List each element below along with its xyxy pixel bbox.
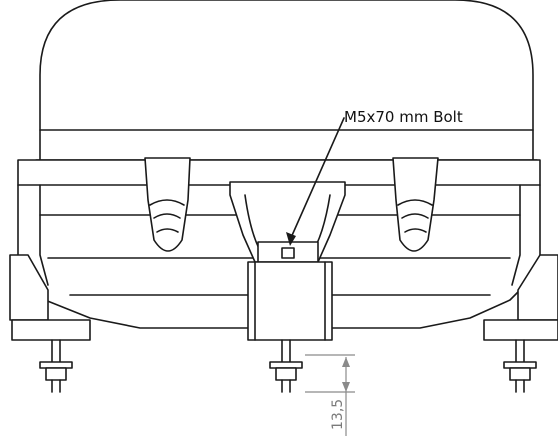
latch-right <box>392 157 439 252</box>
callout-arrowhead <box>286 232 296 246</box>
callout-leader <box>289 117 345 241</box>
stud-right <box>503 339 537 393</box>
dome-cover <box>39 0 534 166</box>
center-mount-bracket <box>229 181 346 341</box>
latch-left <box>144 157 191 252</box>
callout-label: M5x70 mm Bolt <box>344 108 463 126</box>
mount-leg-left <box>9 254 91 341</box>
bolt-head <box>281 247 295 259</box>
housing-left-edge <box>39 184 49 286</box>
stud-center <box>269 339 303 393</box>
dimension-13-5: 13,5 <box>305 354 355 436</box>
mount-leg-right <box>483 254 558 341</box>
dimension-label: 13,5 <box>330 399 346 430</box>
housing-right-edge <box>511 184 521 286</box>
stud-left <box>39 339 73 393</box>
